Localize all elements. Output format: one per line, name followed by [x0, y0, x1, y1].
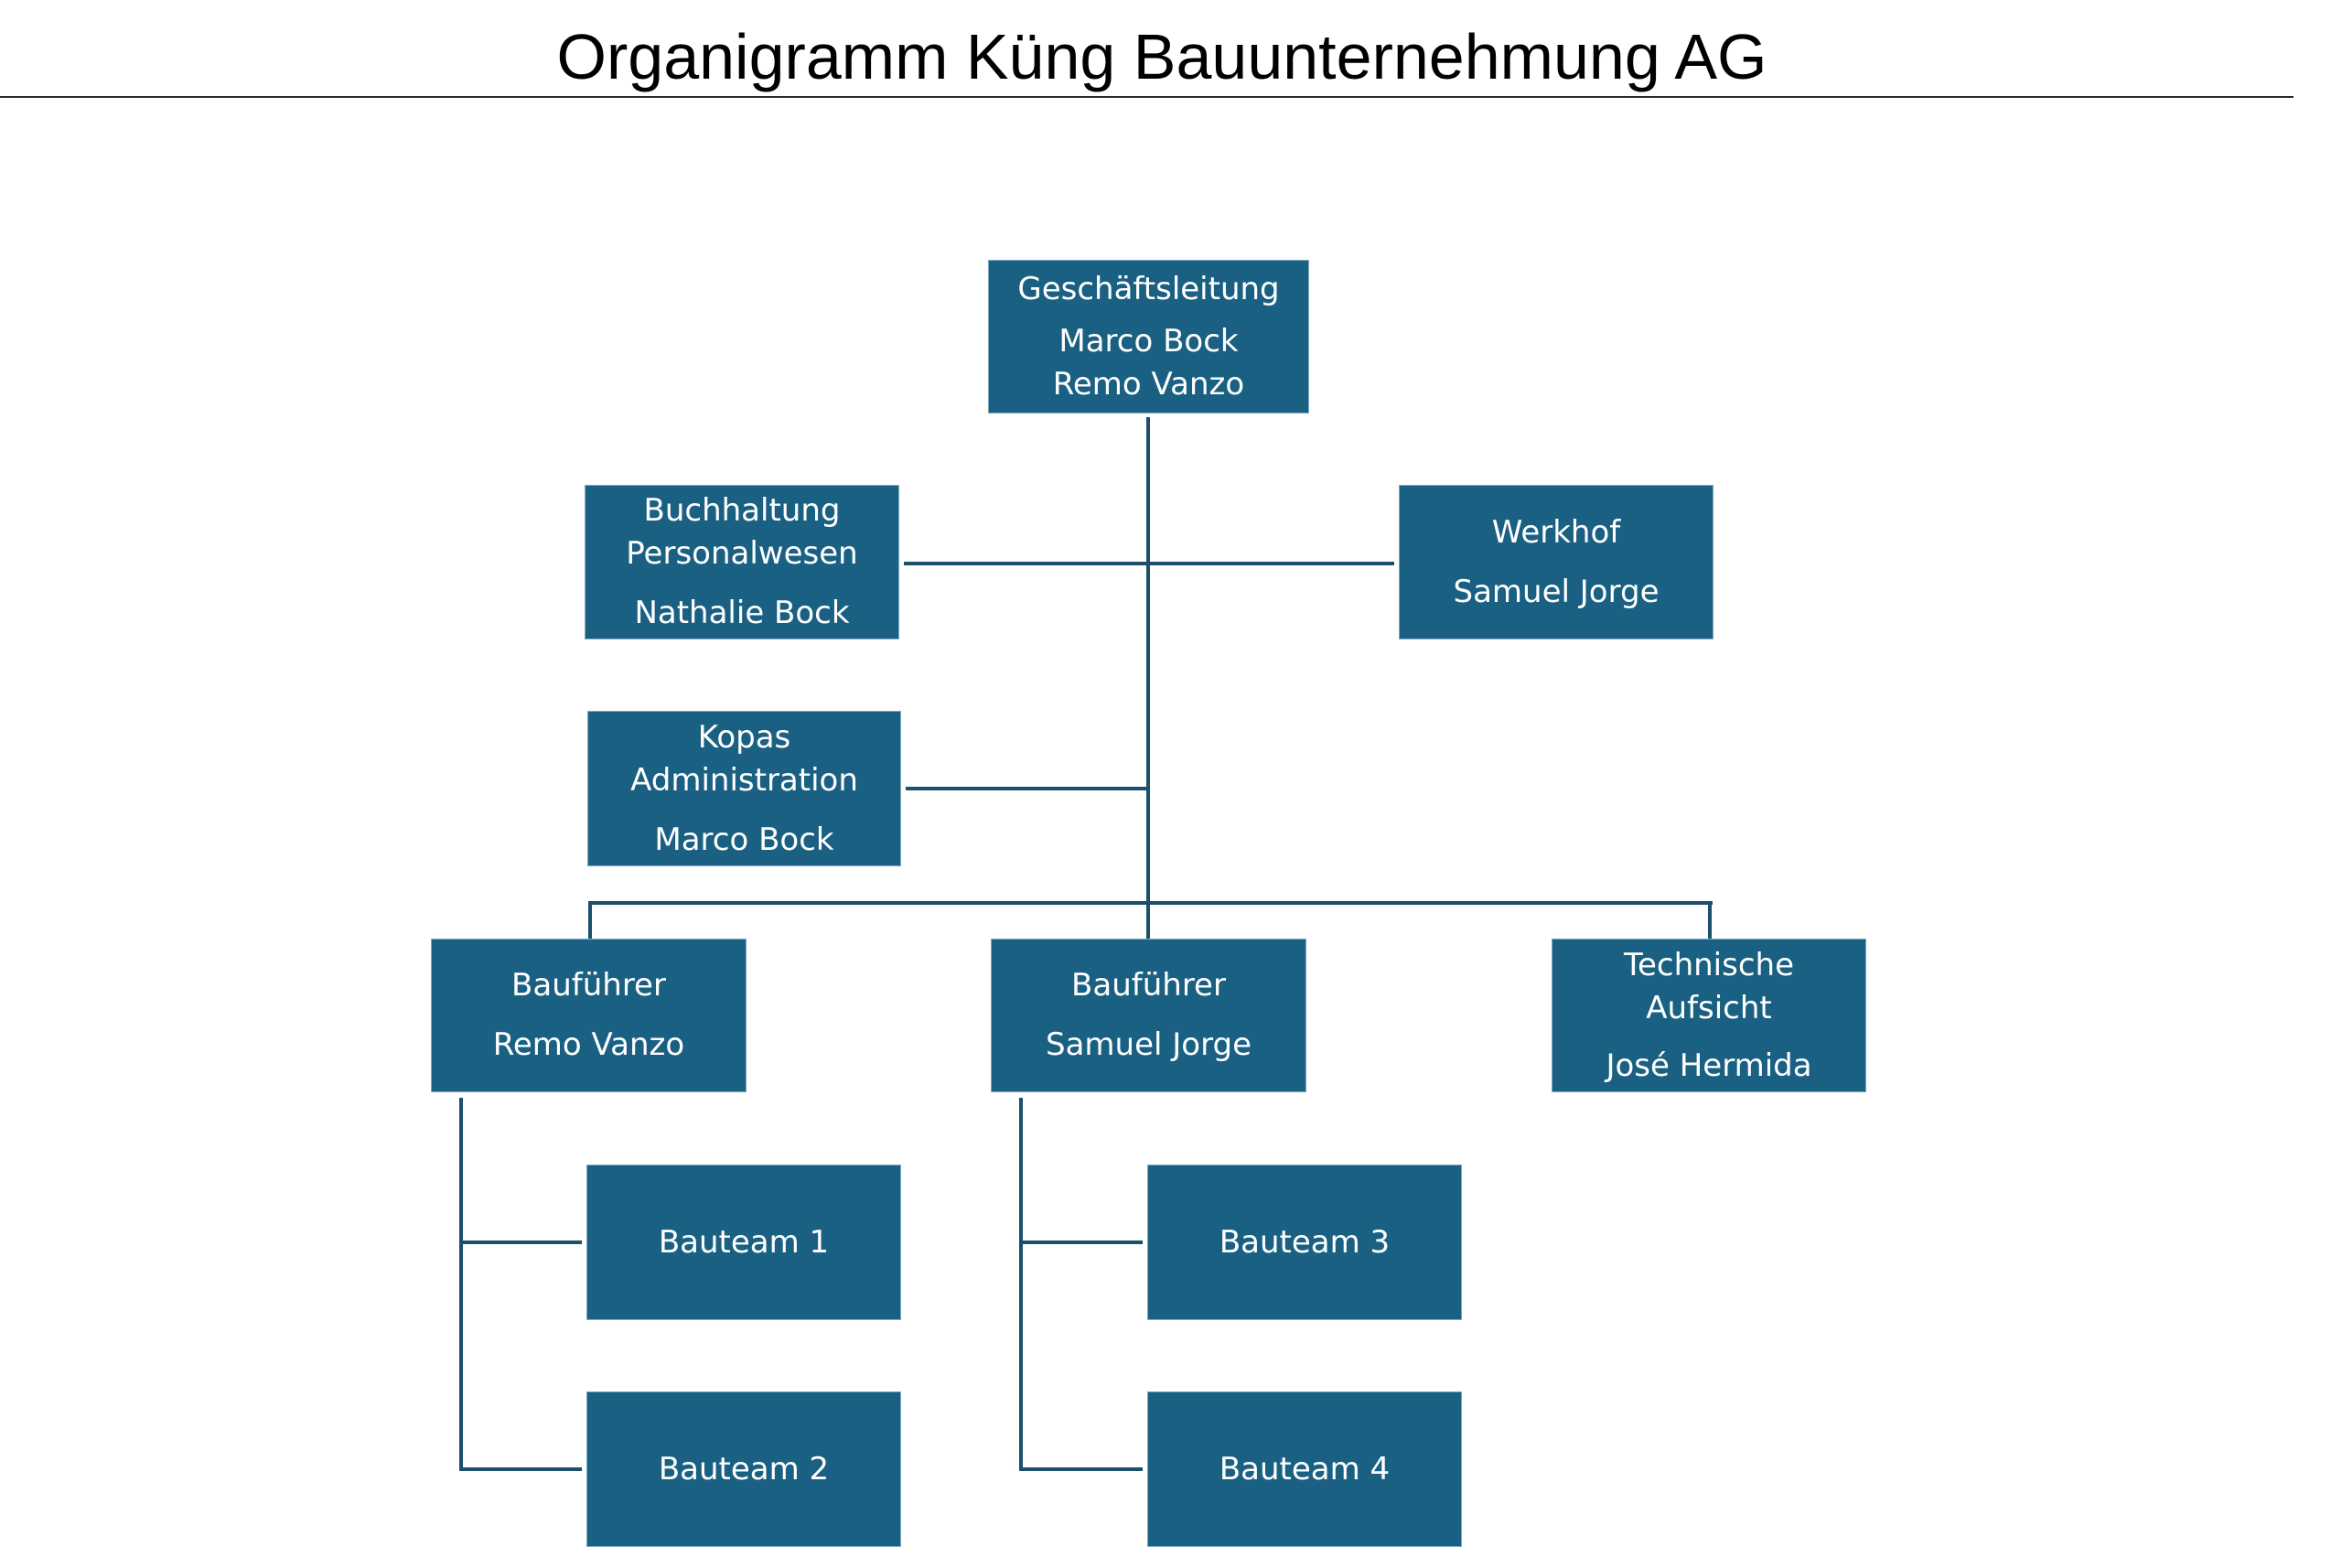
connector-bauteam-1	[459, 1240, 582, 1244]
org-node-geschaeftsleitung[interactable]: Geschäftsleitung Marco Bock Remo Vanzo	[988, 260, 1309, 413]
connector-bauteam-2	[459, 1467, 582, 1471]
node-people: Marco Bock Remo Vanzo	[1052, 322, 1245, 403]
node-role: Bauteam 1	[658, 1223, 830, 1261]
org-node-technische-aufsicht[interactable]: Technische Aufsicht José Hermida	[1552, 939, 1866, 1092]
page-title: Organigramm Küng Bauunternehmung AG	[556, 21, 1767, 92]
org-node-bauteam-1[interactable]: Bauteam 1	[586, 1165, 901, 1320]
org-node-bauführer-samuel-jorge[interactable]: Bauführer Samuel Jorge	[991, 939, 1306, 1092]
node-people: Nathalie Bock	[634, 595, 850, 631]
node-role: Geschäftsleitung	[1017, 270, 1280, 307]
connector-root-trunk	[1146, 417, 1150, 940]
org-node-buchhaltung-personalwesen[interactable]: Buchhaltung Personalwesen Nathalie Bock	[585, 485, 899, 639]
org-node-bauführer-remo-vanzo[interactable]: Bauführer Remo Vanzo	[431, 939, 747, 1092]
node-people: Samuel Jorge	[1046, 1026, 1252, 1063]
org-node-bauteam-4[interactable]: Bauteam 4	[1147, 1391, 1462, 1547]
connector-staff-buchhaltung-werkhof	[904, 562, 1394, 565]
node-role: Bauführer	[511, 967, 666, 1004]
connector-line-bus	[588, 901, 1713, 905]
connector-bauteam-3	[1019, 1240, 1143, 1244]
connector-teams-trunk-1	[459, 1098, 463, 1471]
node-people: Marco Bock	[654, 821, 834, 858]
connector-teams-trunk-2	[1019, 1098, 1023, 1471]
org-node-werkhof[interactable]: Werkhof Samuel Jorge	[1399, 485, 1714, 639]
connector-staff-kopas	[906, 787, 1149, 790]
title-underline	[0, 96, 2294, 98]
node-people: Samuel Jorge	[1453, 573, 1660, 610]
org-node-bauteam-2[interactable]: Bauteam 2	[586, 1391, 901, 1547]
node-role: Bauführer	[1071, 967, 1226, 1004]
node-role: Buchhaltung Personalwesen	[626, 492, 858, 572]
connector-bauteam-4	[1019, 1467, 1143, 1471]
node-role: Bauteam 4	[1219, 1450, 1391, 1487]
node-role: Kopas Administration	[630, 718, 858, 799]
node-role: Technische Aufsicht	[1623, 946, 1795, 1026]
node-role: Bauteam 2	[658, 1450, 830, 1487]
connector-drop-technische-aufsicht	[1708, 901, 1712, 939]
connector-drop-bauführer-1	[588, 901, 592, 939]
node-people: Remo Vanzo	[492, 1026, 685, 1063]
org-node-bauteam-3[interactable]: Bauteam 3	[1147, 1165, 1462, 1320]
node-people: José Hermida	[1606, 1047, 1812, 1084]
node-role: Bauteam 3	[1219, 1223, 1391, 1261]
node-role: Werkhof	[1491, 513, 1621, 551]
org-node-kopas-administration[interactable]: Kopas Administration Marco Bock	[587, 711, 901, 866]
